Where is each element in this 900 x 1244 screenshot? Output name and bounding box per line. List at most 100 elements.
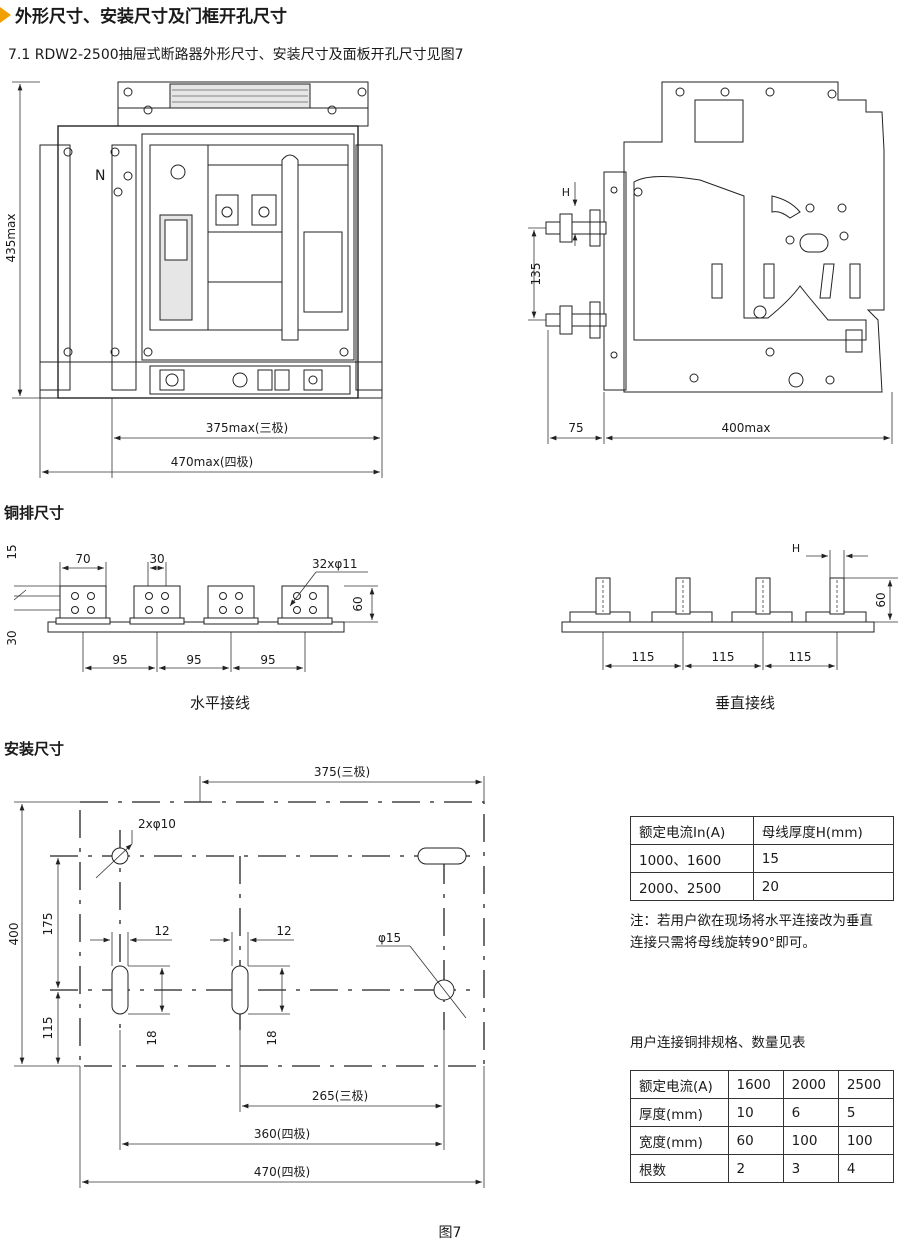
table-cell: 2: [727, 1154, 784, 1183]
busbar-horizontal: 70 30 32xφ11 60 15 30 95 95 95 水平接线: [5, 544, 378, 712]
right-rail: [355, 144, 383, 391]
button-off: [251, 194, 277, 226]
slot-height-2: 18: [265, 1030, 279, 1045]
table-cell: 根数: [630, 1154, 729, 1183]
h-terminal-1: [55, 585, 111, 625]
table-header-cell: 2500: [837, 1070, 895, 1099]
busbar-thickness-table: 额定电流In(A) 母线厚度H(mm) 1000、1600 15 2000、25…: [630, 816, 895, 901]
v-caption: 垂直接线: [715, 694, 775, 712]
lower-bus-stub: [545, 313, 607, 327]
table-row: 宽度(mm) 60 100 100: [630, 1126, 895, 1155]
side-depth-label: 400max: [721, 421, 770, 435]
table-cell: 15: [752, 844, 895, 873]
install-upper-label: 175: [41, 913, 55, 936]
h-width-label: 70: [75, 552, 90, 566]
h-caption: 水平接线: [190, 694, 250, 712]
side-view: H 135 75 400max: [528, 81, 893, 444]
table-cell: 10: [727, 1098, 784, 1127]
v-pitch-1: 115: [632, 650, 655, 664]
table-cell: 4: [837, 1154, 895, 1183]
h-terminal-2: [129, 585, 185, 625]
h-tab-label: 30: [149, 552, 164, 566]
h-base-plate: [47, 621, 345, 633]
table-row: 根数 2 3 4: [630, 1154, 895, 1183]
table-cell: 3: [782, 1154, 839, 1183]
dim-360-label: 360(四极): [254, 1127, 310, 1141]
front-height-label: 435max: [4, 213, 18, 262]
v-terminal-2: [651, 577, 713, 623]
triangle-bullet-icon: [0, 6, 11, 23]
h-bottom-label: 30: [5, 630, 19, 645]
v-h-label: H: [792, 542, 800, 555]
table-cell: 2000、2500: [630, 872, 754, 901]
table-cell: 6: [782, 1098, 839, 1127]
h-top-label: 15: [5, 544, 19, 559]
dim-265-label: 265(三极): [312, 1089, 368, 1103]
table-cell: 20: [752, 872, 895, 901]
install-height-label: 400: [7, 923, 21, 946]
pole-label: N: [95, 168, 105, 184]
table-header-cell: 2000: [782, 1070, 839, 1099]
v-base-plate: [561, 621, 875, 633]
install-width3-label: 375(三极): [314, 765, 370, 779]
busbar-vertical: H 60 115 115 115 垂直接线: [561, 542, 898, 712]
section-title-text: 外形尺寸、安装尺寸及门框开孔尺寸: [15, 7, 287, 27]
table-row: 2000、2500 20: [630, 872, 895, 901]
table-cell: 60: [727, 1126, 784, 1155]
h-height-label: 60: [351, 596, 365, 611]
side-depth-front-label: 75: [568, 421, 583, 435]
h-terminal-3: [203, 585, 259, 625]
upper-bus-stub: [545, 221, 607, 235]
mount-slot-left: [111, 965, 129, 1015]
table-row: 厚度(mm) 10 6 5: [630, 1098, 895, 1127]
v-pitch-3: 115: [789, 650, 812, 664]
left-rail-inner: [111, 144, 137, 391]
left-rail-outer: [39, 144, 71, 391]
slot-height-1: 18: [145, 1030, 159, 1045]
front-view: N 435max 375max(三极) 470max(四极): [4, 81, 383, 478]
table-row: 1000、1600 15: [630, 844, 895, 873]
busbar-spec-table: 额定电流(A) 1600 2000 2500 厚度(mm) 10 6 5 宽度(…: [630, 1070, 895, 1183]
dim-470-label: 470(四极): [254, 1165, 310, 1179]
table-header-cell: 额定电流In(A): [630, 816, 754, 845]
side-front-plate: [603, 171, 627, 391]
h-pitch-1: 95: [112, 653, 127, 667]
table-cell: 宽度(mm): [630, 1126, 729, 1155]
table-cell: 100: [837, 1126, 895, 1155]
table-cell: 5: [837, 1098, 895, 1127]
side-pitch-label: 135: [529, 263, 543, 286]
side-body: [623, 81, 885, 393]
section-title: 外形尺寸、安装尺寸及门框开孔尺寸: [0, 2, 287, 27]
front-width3-label: 375max(三极): [206, 421, 288, 435]
table-row: 额定电流(A) 1600 2000 2500: [630, 1070, 895, 1099]
note-line-1: 注：若用户欲在现场将水平连接改为垂直: [630, 913, 873, 929]
table-cell: 100: [782, 1126, 839, 1155]
v-height-label: 60: [874, 592, 888, 607]
mount-slot-top: [417, 847, 467, 865]
front-width4-label: 470max(四极): [171, 455, 253, 469]
slot-width-1: 12: [154, 924, 169, 938]
busbar-section-title: 铜排尺寸: [4, 504, 64, 522]
h-pitch-2: 95: [186, 653, 201, 667]
table-cell: 厚度(mm): [630, 1098, 729, 1127]
v-terminal-1: [569, 577, 631, 623]
h-holes-label: 32xφ11: [312, 557, 358, 571]
install-frame: [79, 801, 485, 1067]
charge-handle: [281, 154, 299, 341]
hole-a-label: 2xφ10: [138, 817, 176, 831]
install-section-title: 安装尺寸: [4, 740, 64, 758]
v-terminal-4: [805, 577, 867, 623]
side-h-label: H: [562, 186, 570, 199]
hole-b-label: φ15: [378, 931, 401, 945]
slot-width-2: 12: [276, 924, 291, 938]
install-lower-label: 115: [41, 1017, 55, 1040]
v-pitch-2: 115: [712, 650, 735, 664]
table-header-cell: 额定电流(A): [630, 1070, 729, 1099]
figure-caption: 图7: [438, 1225, 462, 1241]
install-drawing: 2xφ10 φ15 375(三极) 400 175 115 12 12: [7, 765, 485, 1188]
table2-caption: 用户连接铜排规格、数量见表: [630, 1035, 806, 1051]
table-cell: 1000、1600: [630, 844, 754, 873]
button-on: [215, 194, 239, 226]
table-header-cell: 母线厚度H(mm): [752, 816, 895, 845]
